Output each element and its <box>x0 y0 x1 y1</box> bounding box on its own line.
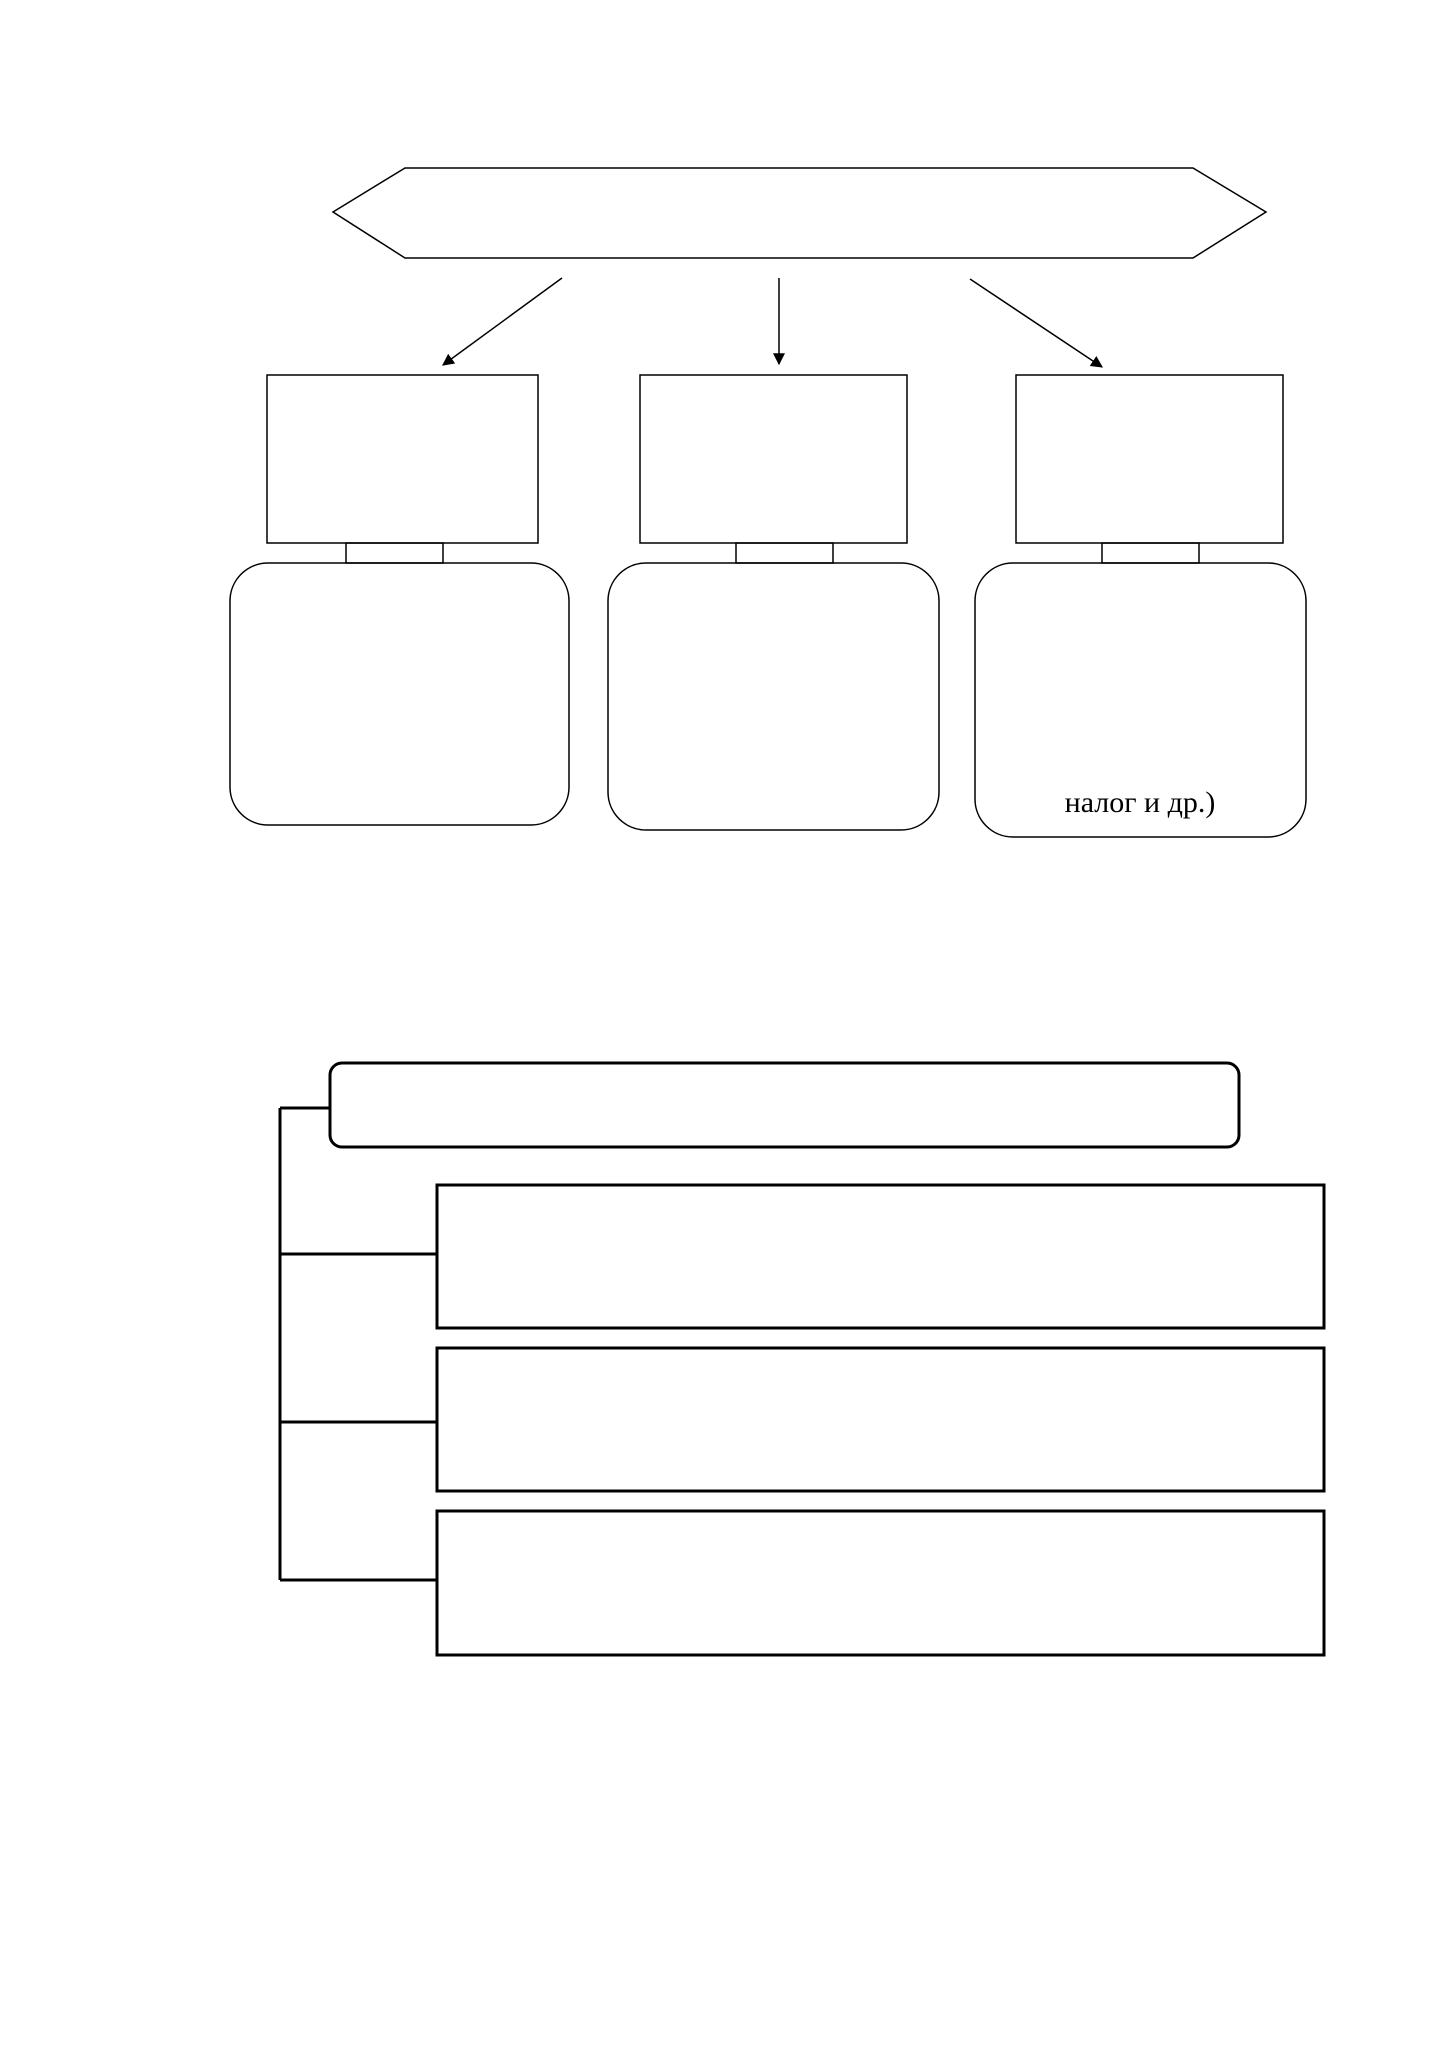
connector-3 <box>1101 542 1200 564</box>
bottom-header-box <box>328 1061 1241 1149</box>
connector-1 <box>345 542 444 564</box>
category-column-3: налог и др.) <box>974 374 1307 838</box>
bottom-item-box-3 <box>435 1509 1326 1657</box>
detail-box-1 <box>229 562 570 826</box>
category-column-2 <box>607 374 940 831</box>
category-box-1 <box>266 374 539 544</box>
top-header-shape <box>331 167 1268 259</box>
detail-text-3: налог и др.) <box>1065 786 1216 819</box>
bottom-item-box-1 <box>435 1183 1326 1330</box>
bottom-diagram <box>278 1061 1326 1657</box>
detail-box-2 <box>607 562 940 831</box>
connector-2 <box>735 542 834 564</box>
arrow-right <box>969 278 1103 368</box>
category-box-3 <box>1015 374 1284 544</box>
category-box-2 <box>639 374 908 544</box>
detail-box-3 <box>974 562 1307 838</box>
arrow-left <box>442 277 563 366</box>
bottom-item-box-2 <box>435 1346 1326 1493</box>
category-column-1 <box>229 374 570 826</box>
top-diagram: налог и др.) <box>229 167 1307 838</box>
